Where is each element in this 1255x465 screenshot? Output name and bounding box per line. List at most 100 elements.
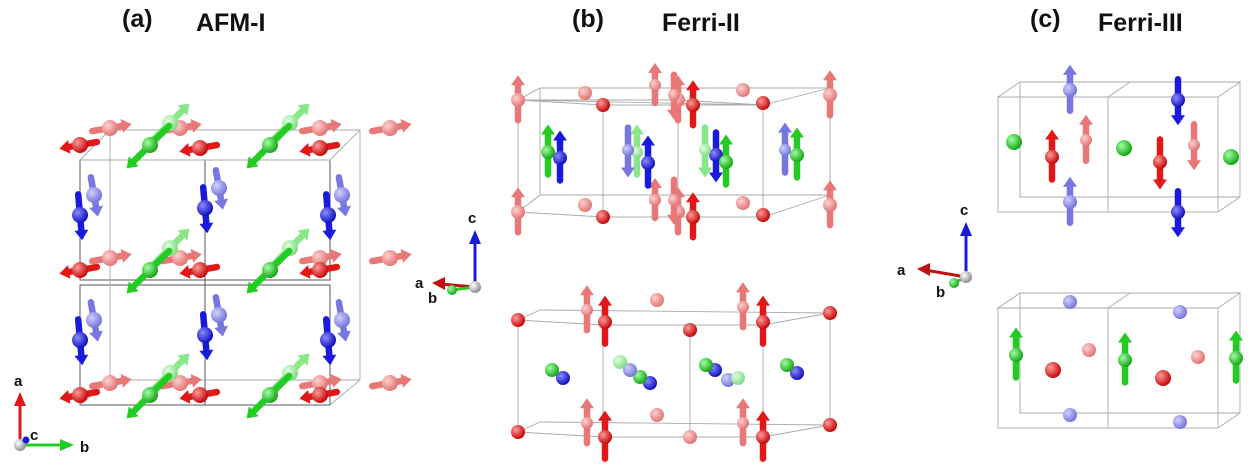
axis-c-label: c xyxy=(468,210,476,227)
panel-b-axes: c a b xyxy=(415,210,481,307)
fe-spin-red xyxy=(89,249,132,266)
panel-a-axes: a c b xyxy=(14,373,89,456)
fe-atom-red xyxy=(511,313,525,327)
fe-spin-blue xyxy=(320,191,337,241)
fe-spin-blue xyxy=(320,316,337,366)
fe-spin-red xyxy=(299,262,341,279)
fe-spin-blue xyxy=(334,299,351,342)
fe-spin-green xyxy=(246,122,293,169)
fe-spin-red xyxy=(736,398,750,447)
fe-atom-red xyxy=(736,196,750,210)
fe-spin-red xyxy=(756,410,770,462)
fe-spin-green xyxy=(126,247,173,294)
fe-atom-blue xyxy=(623,363,637,377)
fe-atom-red xyxy=(1191,350,1205,364)
fe-spin-red xyxy=(299,140,341,157)
fe-spin-green xyxy=(1229,330,1243,384)
fe-spin-blue xyxy=(1063,64,1077,114)
fe-atom-blue xyxy=(1063,295,1077,309)
fe-spin-red xyxy=(179,140,221,157)
fe-spin-red xyxy=(1153,136,1167,190)
fe-spin-red xyxy=(598,295,612,347)
axis-c-label: c xyxy=(30,427,38,444)
fe-spin-blue xyxy=(553,130,567,184)
fe-atom-green xyxy=(1223,149,1239,165)
fe-spin-red xyxy=(667,71,681,120)
panel-b-label: (b) xyxy=(572,5,604,33)
axis-a-label: a xyxy=(415,275,424,292)
fe-atom-red xyxy=(650,293,664,307)
fe-spin-blue xyxy=(1171,188,1185,238)
fe-spin-blue xyxy=(1171,76,1185,126)
fe-spin-green xyxy=(246,372,293,419)
fe-atom-red xyxy=(1045,362,1061,378)
fe-spin-red xyxy=(59,262,101,279)
fe-spin-red xyxy=(59,387,101,404)
panel-c-title: Ferri-III xyxy=(1098,9,1183,37)
fe-spin-red xyxy=(369,249,412,266)
fe-spin-green xyxy=(246,247,293,294)
panel-a-spins xyxy=(59,103,412,419)
fe-spin-red xyxy=(736,282,750,331)
fe-atom-green xyxy=(613,355,627,369)
panel-a: (a) AFM-I a c b xyxy=(14,5,412,456)
fe-spin-green xyxy=(541,124,555,178)
fe-spin-red xyxy=(823,70,837,119)
axis-b-label: b xyxy=(80,439,89,456)
fe-atom-red xyxy=(578,198,592,212)
fe-atom-red xyxy=(650,408,664,422)
fe-spin-red xyxy=(369,374,412,391)
fe-atom-green xyxy=(1006,134,1022,150)
fe-atom-blue xyxy=(1173,415,1187,429)
fe-spin-red xyxy=(299,249,342,266)
panel-b-title: Ferri-II xyxy=(662,9,740,37)
fe-spin-blue xyxy=(72,316,89,366)
fe-atom-red xyxy=(578,86,592,100)
fe-atom-red xyxy=(823,418,837,432)
fe-spin-green xyxy=(126,372,173,419)
fe-spin-red xyxy=(299,387,341,404)
fe-spin-red xyxy=(511,75,525,124)
fe-spin-green xyxy=(719,134,733,188)
panel-c-axes: c a b xyxy=(897,202,972,301)
axis-b-label: b xyxy=(936,284,945,301)
fe-spin-blue xyxy=(72,191,89,241)
fe-atom-blue xyxy=(556,371,570,385)
fe-spin-green xyxy=(698,124,712,178)
fe-spin-red xyxy=(159,249,202,266)
fe-spin-red xyxy=(686,192,700,241)
panel-b-spins xyxy=(511,63,837,462)
fe-atom-red xyxy=(756,96,770,110)
fe-spin-red xyxy=(369,119,412,136)
fe-spin-blue xyxy=(197,184,214,234)
panel-c-spins xyxy=(1006,64,1243,429)
fe-spin-green xyxy=(126,122,173,169)
fe-atom-red xyxy=(683,323,697,337)
fe-atom-blue xyxy=(1063,408,1077,422)
fe-spin-green xyxy=(1118,332,1132,386)
fe-spin-red xyxy=(648,178,662,222)
fe-spin-blue xyxy=(621,124,635,178)
fe-spin-red xyxy=(89,119,132,136)
fe-atom-green xyxy=(780,358,794,372)
fe-spin-red xyxy=(756,295,770,347)
fe-spin-red xyxy=(299,119,342,136)
fe-atom-green xyxy=(633,370,647,384)
fe-spin-red xyxy=(667,176,681,225)
fe-spin-red xyxy=(580,285,594,334)
fe-atom-red xyxy=(596,210,610,224)
axis-a-label: a xyxy=(14,373,23,390)
fe-spin-blue xyxy=(211,167,228,210)
fe-spin-red xyxy=(648,63,662,107)
fe-spin-green xyxy=(790,127,804,181)
fe-spin-red xyxy=(511,187,525,236)
fe-atom-red xyxy=(1082,343,1096,357)
fe-spin-blue xyxy=(86,174,103,217)
fe-spin-blue xyxy=(197,311,214,361)
fe-spin-blue xyxy=(1063,176,1077,226)
fe-spin-red xyxy=(598,410,612,462)
fe-atom-green xyxy=(1116,140,1132,156)
panel-c-label: (c) xyxy=(1030,5,1061,33)
fe-spin-blue xyxy=(641,135,655,189)
fe-spin-blue xyxy=(211,294,228,337)
